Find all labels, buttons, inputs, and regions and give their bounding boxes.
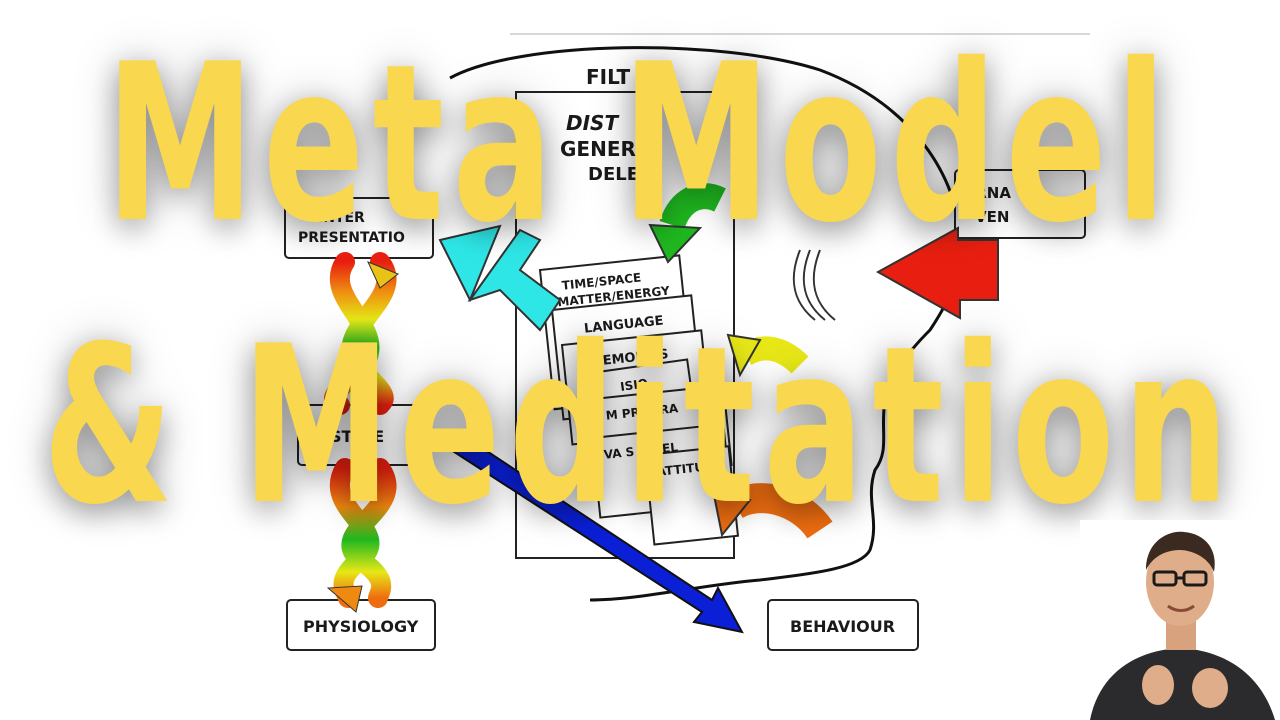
physiology-box: [286, 599, 436, 651]
presenter-photo: [1080, 520, 1280, 720]
filter-distort: DIST: [566, 111, 619, 135]
filter-delete: DELE: [588, 164, 639, 185]
title-line-2: & Meditation: [42, 300, 1238, 554]
title-line-1: Meta Model: [105, 18, 1175, 272]
internal-representation-line1: INTER: [318, 210, 365, 226]
presenter-illustration: [1080, 520, 1280, 720]
external-event-line2: VEN: [975, 208, 1009, 226]
state-label: STATE: [330, 427, 384, 446]
behaviour-label: BEHAVIOUR: [790, 617, 895, 636]
filter-generalise: GENER: [560, 137, 636, 161]
orange-arrow: [710, 483, 833, 540]
ear-lines: [792, 249, 836, 321]
layer-decisions: ISIO: [619, 376, 648, 394]
behaviour-box: [767, 599, 919, 651]
cyan-arrow: [438, 224, 562, 332]
state-physiology-loop-arrows: [326, 458, 397, 613]
external-event-line1: ERNA: [965, 184, 1011, 202]
filters-header: FILT: [586, 65, 631, 89]
internal-representation-line2: PRESENTATIO: [298, 230, 405, 246]
state-box: [297, 404, 431, 466]
blue-arrow: [446, 430, 744, 634]
physiology-label: PHYSIOLOGY: [303, 617, 419, 636]
green-arrow: [648, 183, 726, 264]
yellow-arrow: [726, 333, 809, 378]
head-outline: [449, 46, 963, 602]
filter-layers: TIME/SPACE MATTER/ENERGY LANGUAGE MEMORI…: [538, 254, 740, 546]
ir-state-loop-arrows: [324, 252, 399, 415]
internal-representation-box: [284, 197, 434, 259]
layer-attitudes: ATTITU: [656, 460, 705, 479]
red-arrow: [875, 226, 999, 320]
external-event-box: [954, 169, 1086, 239]
